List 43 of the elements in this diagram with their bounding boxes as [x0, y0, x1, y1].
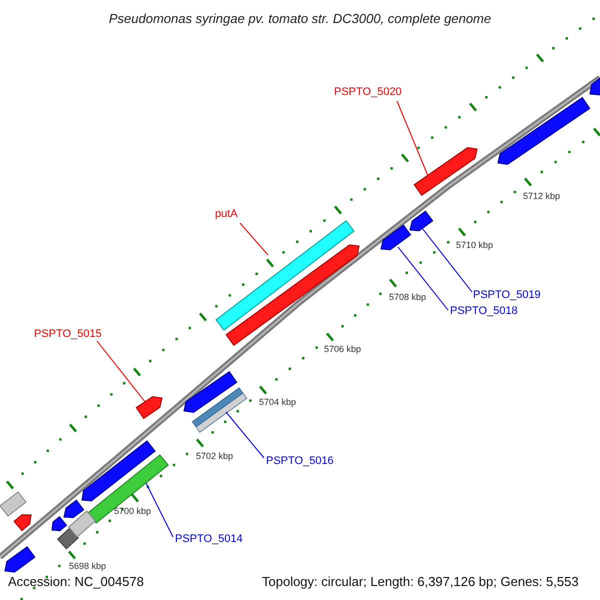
- gene-label: PSPTO_5016: [266, 455, 334, 468]
- gene-feature: [226, 244, 360, 346]
- gene-feature: [409, 210, 434, 232]
- info-text: Topology: circular; Length: 6,397,126 bp; Genes: 5,553: [262, 574, 579, 590]
- gene-feature: [13, 514, 32, 532]
- gene-feature: [4, 546, 36, 573]
- gene-feature: [183, 371, 238, 413]
- gene-feature: [68, 510, 96, 538]
- tick-label: 5698 kbp: [69, 561, 106, 572]
- info-text: Accession: NC_004578: [8, 574, 144, 590]
- leader-line: [96, 340, 146, 404]
- diagram-title: Pseudomonas syringae pv. tomato str. DC3000, complete genome: [108, 10, 492, 28]
- tick-label: 5708 kbp: [389, 292, 426, 303]
- gene-label: PSPTO_5018: [450, 305, 518, 318]
- gene-feature: [414, 147, 478, 196]
- tick-label: 5700 kbp: [114, 506, 152, 517]
- tick-label: 5706 kbp: [324, 344, 362, 355]
- leader-line: [240, 222, 268, 256]
- gene-feature: [56, 528, 80, 550]
- leader-line: [146, 482, 174, 538]
- gene-feature: [589, 77, 600, 96]
- leader-line: [398, 246, 448, 310]
- gene-label: PSPTO_5014: [175, 533, 243, 546]
- gene-feature: [497, 96, 590, 165]
- tick-label: 5702 kbp: [196, 451, 234, 462]
- tick-label: 5704 kbp: [259, 397, 296, 408]
- gene-feature: [380, 224, 412, 250]
- gene-feature: [81, 440, 156, 502]
- gene-feature: [87, 454, 169, 524]
- leader-line: [396, 100, 428, 176]
- gene-feature: [136, 396, 163, 420]
- gene-feature: [192, 387, 248, 433]
- gene-label: putA: [215, 208, 238, 221]
- leader-line: [422, 228, 472, 292]
- gene-label: PSPTO_5015: [34, 328, 102, 341]
- gene-feature: [215, 220, 355, 331]
- gene-feature: [0, 491, 27, 517]
- tick-label: 5712 kbp: [523, 191, 560, 202]
- gene-feature: [63, 500, 84, 518]
- tick-label: 5710 kbp: [456, 240, 494, 251]
- gene-label: PSPTO_5020: [334, 86, 402, 99]
- gene-label: PSPTO_5019: [473, 289, 541, 302]
- gene-feature: [51, 516, 68, 532]
